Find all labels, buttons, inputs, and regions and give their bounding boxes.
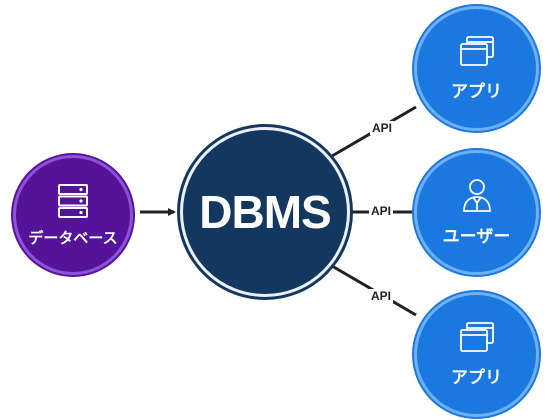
database-server-icon	[57, 183, 89, 223]
database-node: データベース	[13, 155, 133, 275]
api-label-app-bottom: API	[369, 289, 394, 303]
app-node-bottom: アプリ	[414, 292, 539, 417]
api-label-app-top: API	[370, 121, 395, 135]
dbms-node: DBMS	[180, 127, 350, 297]
app-label-bottom: アプリ	[451, 368, 502, 388]
app-window-icon	[459, 35, 495, 71]
app-label-top: アプリ	[451, 82, 502, 102]
app-window-icon	[459, 321, 495, 357]
user-node: ユーザー	[414, 150, 539, 275]
dbms-label: DBMS	[199, 186, 331, 238]
user-label: ユーザー	[442, 227, 511, 247]
api-label-user: API	[369, 204, 394, 218]
database-label: データベース	[28, 228, 118, 247]
app-node-top: アプリ	[414, 6, 539, 131]
user-icon	[462, 178, 492, 216]
